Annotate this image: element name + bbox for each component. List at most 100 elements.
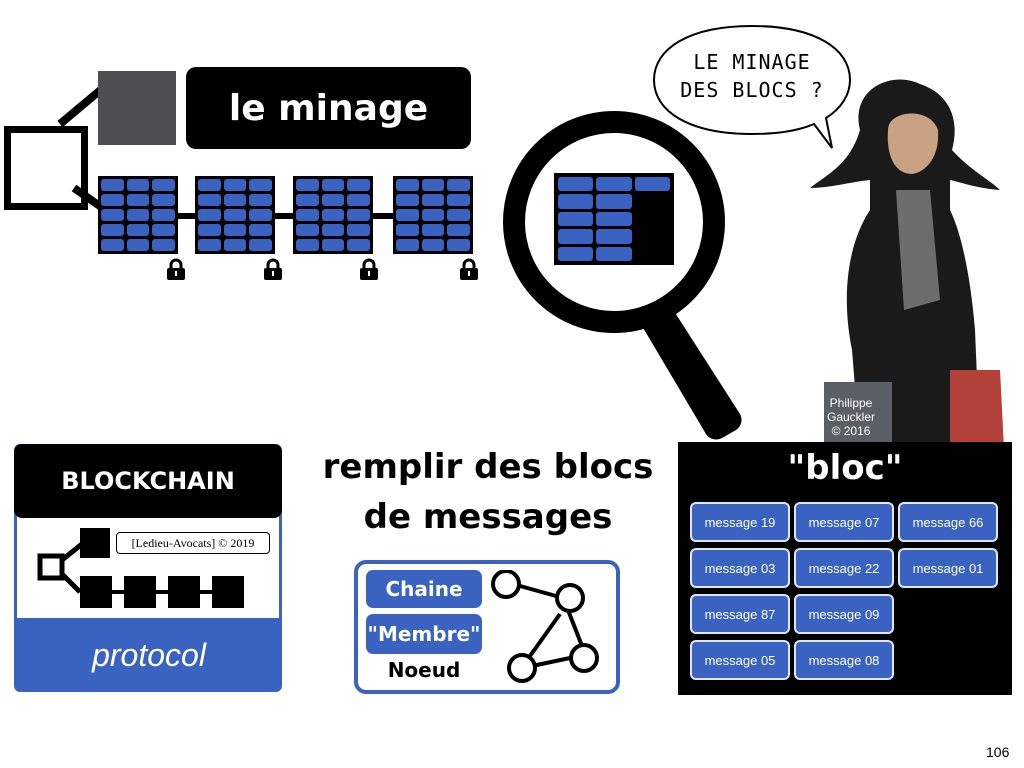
network-icon (491, 570, 599, 683)
block-cell (396, 179, 419, 191)
credit-line: Gauckler (826, 410, 876, 424)
character-illustration (810, 79, 1004, 450)
speech-bubble-icon (652, 24, 852, 149)
chain-link (275, 213, 293, 219)
bloc-title: "bloc" (787, 448, 903, 488)
block-cell (223, 209, 247, 221)
chain-link (178, 213, 195, 219)
speech-line: LE MINAGE (693, 50, 811, 74)
block-cell (347, 239, 370, 251)
block-cell (126, 239, 150, 251)
noeud-label: Noeud (387, 658, 461, 682)
protocol-label: protocol (17, 618, 281, 692)
block-cell (321, 194, 345, 206)
lock-icon (460, 258, 478, 280)
blockchain-card-title: BLOCKCHAIN (14, 444, 282, 518)
block-cell (447, 224, 470, 236)
block-cell (198, 179, 221, 191)
block-cell (347, 209, 370, 221)
block-cell (198, 224, 221, 236)
center-caption: remplir des blocs de messages (318, 442, 658, 542)
block-cell (321, 179, 345, 191)
chain-block (98, 176, 178, 254)
block-cell (126, 194, 150, 206)
block-cell (321, 224, 345, 236)
block-cell (249, 224, 272, 236)
message-box: message 22 (794, 548, 894, 588)
block-cell (126, 179, 150, 191)
caption-line: remplir des blocs (322, 447, 654, 487)
block-cell (296, 239, 319, 251)
block-cell (421, 209, 445, 221)
page-number: 106 (986, 744, 1010, 760)
block-cell (596, 194, 632, 209)
block-cell (558, 246, 594, 261)
lock-icon (264, 258, 282, 280)
block-cell (152, 209, 175, 221)
block-cell (249, 179, 272, 191)
block-cell (558, 211, 594, 227)
message-box: message 05 (690, 640, 790, 680)
root-node-square (4, 126, 88, 210)
block-cell (347, 224, 370, 236)
block-cell (635, 229, 670, 243)
caption-line: de messages (363, 497, 613, 537)
block-cell (101, 239, 124, 251)
block-cell (152, 194, 175, 206)
block-cell (296, 194, 319, 206)
block-cell (558, 177, 594, 192)
block-cell (223, 224, 247, 236)
block-cell (223, 194, 247, 206)
block-cell (249, 239, 272, 251)
block-cell (421, 224, 445, 236)
block-cell (223, 179, 247, 191)
block-cell (101, 209, 124, 221)
block-cell (296, 224, 319, 236)
block-cell (635, 212, 670, 226)
message-box: message 08 (794, 640, 894, 680)
chain-block (293, 176, 373, 254)
block-cell (347, 179, 370, 191)
block-cell (596, 211, 632, 227)
block-cell (447, 194, 470, 206)
block-cell (296, 209, 319, 221)
block-cell (558, 194, 594, 209)
block-cell (635, 194, 670, 208)
block-cell (152, 224, 175, 236)
membre-label: "Membre" (366, 614, 482, 654)
block-cell (101, 194, 124, 206)
block-cell (126, 209, 150, 221)
lock-icon (167, 258, 185, 280)
block-cell (152, 179, 175, 191)
speech-line: DES BLOCS ? (680, 78, 824, 102)
block-cell (296, 179, 319, 191)
title-node-square (98, 71, 176, 145)
lock-icon (360, 258, 378, 280)
block-cell (101, 224, 124, 236)
message-box: message 01 (898, 548, 998, 588)
block-cell (198, 209, 221, 221)
block-cell (447, 239, 470, 251)
block-cell (421, 239, 445, 251)
message-box: message 09 (794, 594, 894, 634)
block-cell (198, 239, 221, 251)
block-cell (321, 239, 345, 251)
block-cell (321, 209, 345, 221)
message-box: message 87 (690, 594, 790, 634)
block-cell (101, 179, 124, 191)
block-cell (396, 194, 419, 206)
message-grid: message 19 message 07 message 66 message… (690, 502, 1002, 680)
message-box: message 03 (690, 548, 790, 588)
message-box: message 66 (898, 502, 998, 542)
chain-block (195, 176, 275, 254)
credit-line: © 2016 (831, 424, 871, 438)
block-cell (635, 247, 670, 261)
block-cell (447, 209, 470, 221)
block-cell (396, 224, 419, 236)
block-cell (558, 229, 594, 244)
message-box: message 07 (794, 502, 894, 542)
message-box: message 19 (690, 502, 790, 542)
block-cell (396, 239, 419, 251)
block-cell (223, 239, 247, 251)
block-cell (249, 209, 272, 221)
